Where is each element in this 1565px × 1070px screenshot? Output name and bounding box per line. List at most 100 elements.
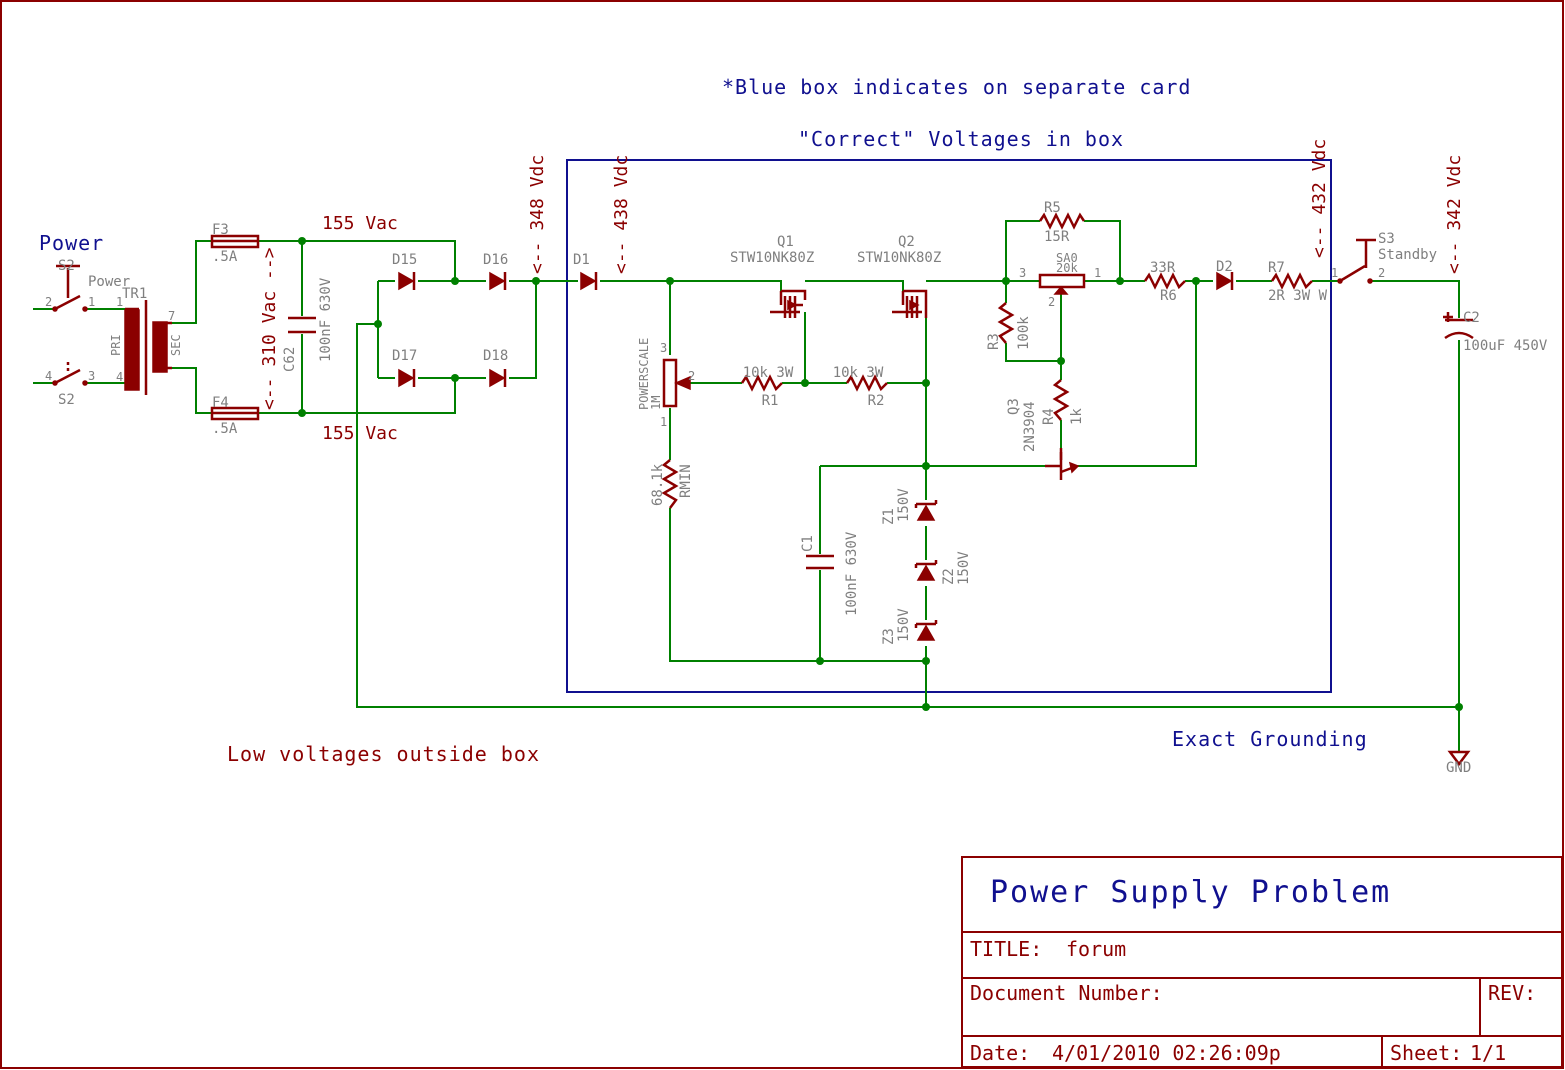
svg-text:1: 1 bbox=[1094, 266, 1101, 280]
label-c2-value: 100uF 450V bbox=[1463, 338, 1548, 354]
resistor-r5 bbox=[1038, 212, 1086, 230]
resistor-r1 bbox=[740, 374, 783, 392]
label-tr1-pri: PRI bbox=[109, 334, 123, 356]
label-z2: Z2 bbox=[941, 568, 957, 585]
title-block-sheet-value: 1/1 bbox=[1470, 1041, 1506, 1065]
svg-text:1: 1 bbox=[88, 295, 95, 309]
label-rmin-value: 68.1k bbox=[650, 463, 666, 506]
note-blue-box: *Blue box indicates on separate card bbox=[722, 75, 1191, 99]
switch-s2-top[interactable] bbox=[52, 264, 88, 312]
potentiometer-powerscale[interactable] bbox=[662, 358, 691, 408]
svg-text:2: 2 bbox=[1048, 295, 1055, 309]
zener-z2 bbox=[914, 560, 938, 581]
title-block-title-value: forum bbox=[1066, 937, 1126, 961]
label-sa0-value: 20k bbox=[1056, 261, 1078, 275]
label-f4-value: .5A bbox=[212, 421, 238, 437]
label-c1: C1 bbox=[800, 535, 816, 552]
zener-z3 bbox=[914, 620, 938, 641]
voltage-155-bottom: 155 Vac bbox=[322, 423, 398, 444]
label-rmin: RMIN bbox=[678, 464, 694, 498]
svg-text:4: 4 bbox=[116, 370, 123, 384]
switch-s3-standby[interactable] bbox=[1337, 238, 1376, 284]
label-r4: R4 bbox=[1041, 408, 1057, 425]
resistor-r6 bbox=[1143, 272, 1186, 290]
label-r3: R3 bbox=[986, 333, 1002, 350]
capacitor-c2 bbox=[1443, 312, 1474, 340]
diode-d17 bbox=[398, 368, 416, 388]
mosfet-q2 bbox=[892, 289, 928, 318]
switch-s2-bottom[interactable] bbox=[52, 362, 88, 386]
svg-text:2: 2 bbox=[45, 295, 52, 309]
label-d16: D16 bbox=[483, 252, 508, 268]
label-r3-value: 100k bbox=[1016, 316, 1032, 350]
note-power: Power bbox=[39, 231, 104, 255]
label-f3: F3 bbox=[212, 222, 229, 238]
svg-text:3: 3 bbox=[660, 341, 667, 355]
label-f3-value: .5A bbox=[212, 249, 238, 265]
label-q2: Q2 bbox=[898, 234, 915, 250]
svg-text:1: 1 bbox=[660, 415, 667, 429]
label-f4: F4 bbox=[212, 395, 229, 411]
separate-card-box bbox=[566, 159, 1332, 693]
note-exact-grounding: Exact Grounding bbox=[1172, 727, 1368, 751]
label-d1: D1 bbox=[573, 252, 590, 268]
label-s2-power: Power bbox=[88, 274, 130, 290]
capacitor-c62 bbox=[288, 316, 316, 334]
transistor-q3 bbox=[1045, 448, 1080, 480]
label-gnd: GND bbox=[1446, 760, 1471, 776]
ground-symbol bbox=[1447, 750, 1471, 767]
svg-text:3: 3 bbox=[1019, 266, 1026, 280]
title-block-doc-label: Document Number: bbox=[970, 981, 1163, 1005]
svg-text:1: 1 bbox=[116, 295, 123, 309]
label-q1: Q1 bbox=[777, 234, 794, 250]
nets bbox=[33, 220, 1460, 752]
label-r6: R6 bbox=[1160, 288, 1177, 304]
fuse-f4 bbox=[210, 406, 260, 421]
label-z3: Z3 bbox=[881, 628, 897, 645]
label-q3-value: 2N3904 bbox=[1022, 401, 1038, 452]
note-low-voltages: Low voltages outside box bbox=[227, 742, 540, 766]
label-r5-value: 15R bbox=[1044, 229, 1070, 245]
voltage-432: <-- 432 Vdc bbox=[1309, 139, 1330, 258]
trimmer-sa0[interactable] bbox=[1038, 273, 1086, 295]
title-block-sheet-label: Sheet: bbox=[1390, 1041, 1462, 1065]
label-d17: D17 bbox=[392, 348, 417, 364]
diode-d15 bbox=[398, 271, 416, 291]
label-tr1: TR1 bbox=[122, 286, 147, 302]
label-z1-value: 150V bbox=[896, 488, 912, 522]
label-c2: C2 bbox=[1463, 310, 1480, 326]
title-block bbox=[961, 856, 1563, 1068]
label-c62-value: 100nF 630V bbox=[318, 277, 334, 362]
label-q2-value: STW10NK80Z bbox=[857, 250, 941, 266]
resistor-rmin bbox=[661, 459, 679, 509]
resistor-r7 bbox=[1270, 272, 1313, 290]
zener-z1 bbox=[914, 500, 938, 521]
label-powerscale-value: 1M bbox=[649, 396, 663, 410]
resistor-r4 bbox=[1052, 379, 1070, 421]
diode-d1 bbox=[580, 271, 598, 291]
capacitor-c1 bbox=[806, 554, 834, 570]
label-powerscale: POWERSCALE bbox=[637, 338, 651, 410]
svg-text:3: 3 bbox=[88, 369, 95, 383]
label-z1: Z1 bbox=[881, 508, 897, 525]
label-r1-value: 10k 3W bbox=[743, 365, 794, 381]
title-block-title-label: TITLE: bbox=[970, 937, 1042, 961]
voltage-438: <-- 438 Vdc bbox=[611, 155, 632, 274]
label-d15: D15 bbox=[392, 252, 417, 268]
diode-d2 bbox=[1216, 271, 1234, 291]
mosfet-q1 bbox=[770, 289, 807, 318]
resistor-r3 bbox=[997, 302, 1015, 344]
title-block-heading: Power Supply Problem bbox=[990, 875, 1391, 910]
label-s3-value: Standby bbox=[1378, 247, 1437, 263]
label-s3: S3 bbox=[1378, 231, 1395, 247]
label-d2: D2 bbox=[1216, 259, 1233, 275]
svg-text:7: 7 bbox=[168, 309, 175, 323]
label-z3-value: 150V bbox=[896, 608, 912, 642]
title-block-rev-label: REV: bbox=[1488, 981, 1536, 1005]
label-s2-bottom: S2 bbox=[58, 392, 75, 408]
label-r4-value: 1k bbox=[1069, 408, 1085, 425]
label-r5: R5 bbox=[1044, 200, 1061, 216]
